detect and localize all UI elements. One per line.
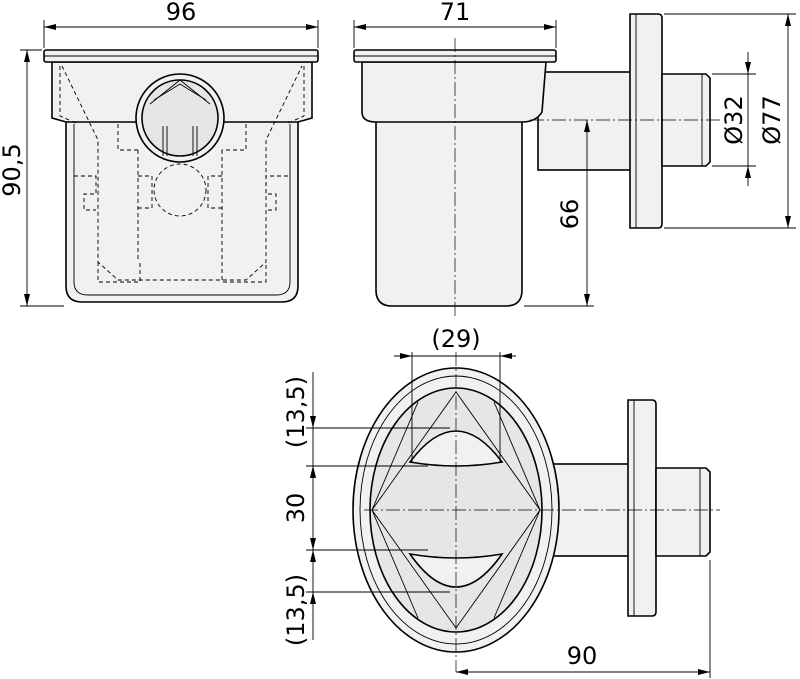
dimension-top-total-length: 90 [456,560,711,678]
dimension-d32-label: Ø32 [720,95,748,144]
dimension-front-height: 90,5 [0,49,64,307]
dimension-flange-diameter: Ø77 [664,13,796,229]
dimension-grip-depth-lower: (13,5) [282,550,450,646]
dimension-d77-label: Ø77 [758,95,786,144]
front-view [43,49,319,303]
dimension-29-label: (29) [431,325,480,353]
side-view [353,13,720,316]
dimension-90-label: 90 [567,642,598,670]
dimension-grip-center-distance: 30 [282,466,428,551]
top-view [352,352,720,672]
dimension-outlet-diameter: Ø32 [712,52,756,186]
dimension-side-outlet-height: 66 [524,120,594,307]
dimension-front-width: 96 [43,0,319,48]
dimension-13-5-lower-label: (13,5) [282,574,310,646]
dimension-30-label: 30 [282,493,310,524]
dimension-side-width: 71 [353,0,557,48]
dimension-grip-spacing: (29) [394,325,516,462]
dimension-90-5-label: 90,5 [0,143,26,196]
dimension-13-5-upper-label: (13,5) [282,376,310,448]
dimension-71-label: 71 [440,0,471,26]
dimension-96-label: 96 [166,0,197,26]
dimension-66-label: 66 [556,199,584,230]
